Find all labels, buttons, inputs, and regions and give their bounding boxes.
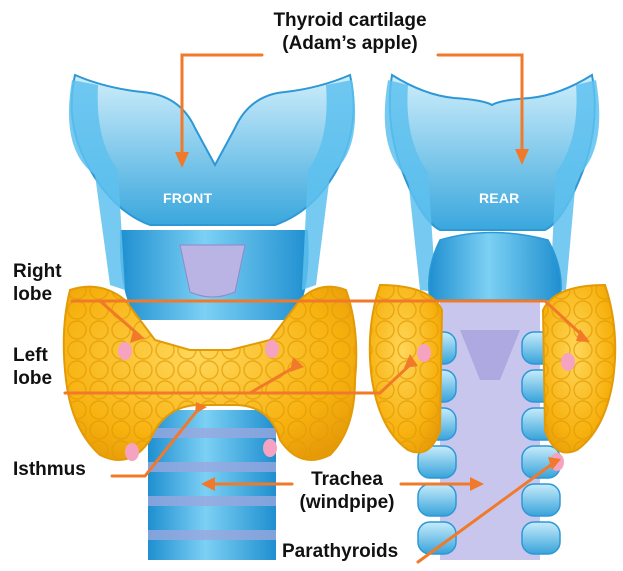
parathyroid-front-upper-right <box>265 340 279 358</box>
front-membrane <box>180 245 245 297</box>
parathyroid-front-lower-right <box>263 439 277 457</box>
label-thyroid-cartilage-line2: (Adam’s apple) <box>240 32 460 55</box>
parathyroid-front-upper-left <box>118 342 132 360</box>
label-right-lobe: Right lobe <box>13 260 62 306</box>
label-left-lobe: Left lobe <box>13 344 52 390</box>
parathyroid-front-lower-left <box>125 443 139 461</box>
label-right-lobe-line1: Right <box>13 260 62 283</box>
label-rear: REAR <box>479 190 519 206</box>
label-parathyroids: Parathyroids <box>282 540 398 563</box>
label-thyroid-cartilage-line1: Thyroid cartilage <box>240 9 460 32</box>
label-isthmus: Isthmus <box>13 458 86 481</box>
label-trachea-line2: (windpipe) <box>282 491 412 514</box>
label-trachea-line1: Trachea <box>282 468 412 491</box>
label-left-lobe-line1: Left <box>13 344 52 367</box>
label-front: FRONT <box>163 190 212 206</box>
label-trachea: Trachea (windpipe) <box>282 468 412 514</box>
label-left-lobe-line2: lobe <box>13 367 52 390</box>
label-right-lobe-line2: lobe <box>13 283 62 306</box>
label-thyroid-cartilage: Thyroid cartilage (Adam’s apple) <box>240 9 460 55</box>
